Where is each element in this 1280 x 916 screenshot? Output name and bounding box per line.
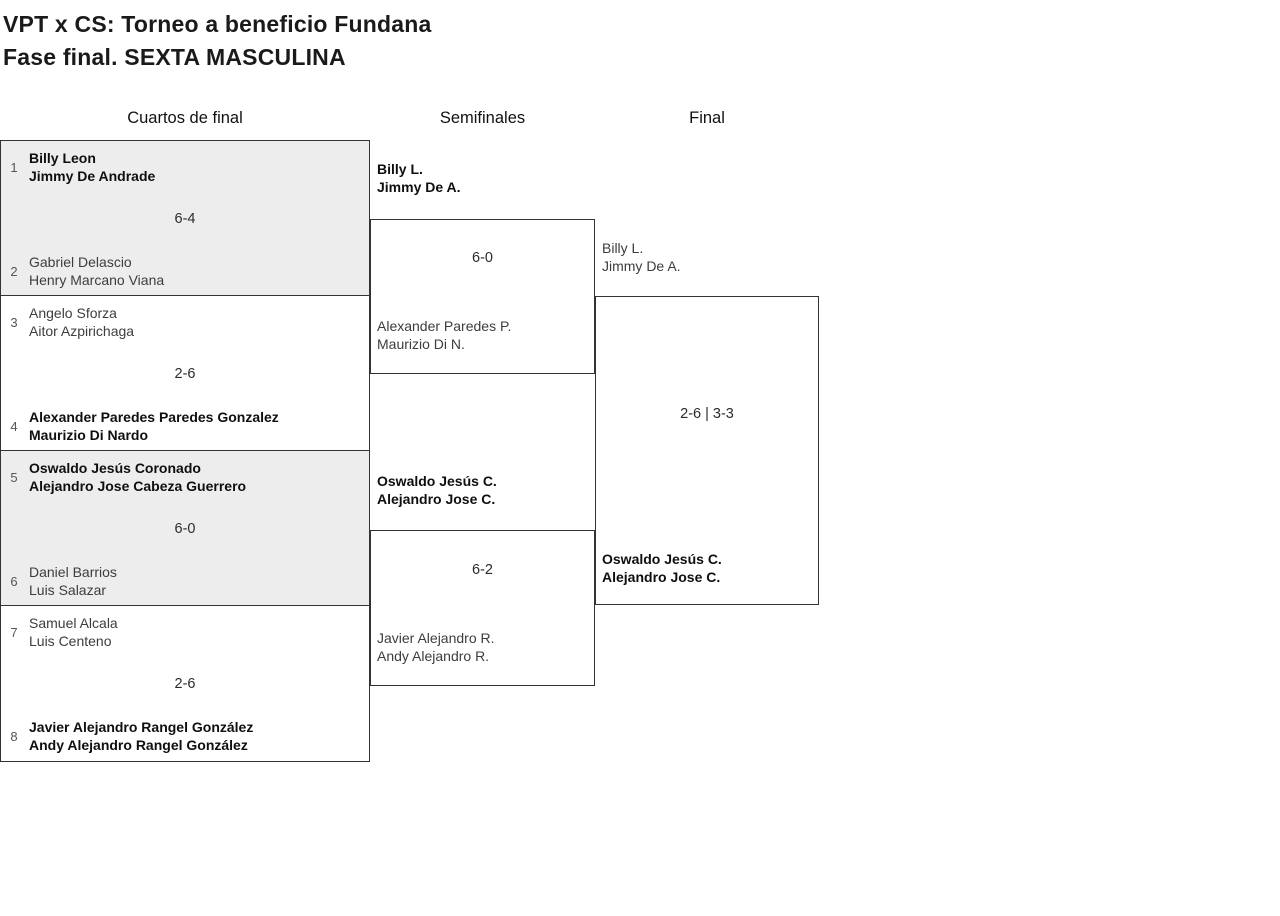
player-name: Henry Marcano Viana [29, 272, 165, 288]
quarterfinal-match-3: 5 Oswaldo Jesús Coronado Alejandro Jose … [1, 451, 369, 606]
seed-number: 3 [10, 314, 18, 330]
semifinal-2-score: 6-2 [472, 562, 493, 578]
page-title-line1: VPT x CS: Torneo a beneficio Fundana [3, 11, 432, 37]
player-name: Billy L. [602, 240, 644, 256]
match-score: 2-6 [174, 366, 196, 382]
seed-number: 4 [10, 418, 18, 434]
final-team-bottom: Oswaldo Jesús C. Alejandro Jose C. [602, 550, 722, 586]
team-row: 7 Samuel Alcala Luis Centeno [9, 614, 118, 650]
team-names: Javier Alejandro Rangel González Andy Al… [29, 718, 253, 754]
team-row: 4 Alexander Paredes Paredes Gonzalez Mau… [9, 408, 279, 444]
team-row: 3 Angelo Sforza Aitor Azpirichaga [9, 304, 134, 340]
player-name: Angelo Sforza [29, 305, 117, 321]
player-name: Maurizio Di N. [377, 336, 465, 352]
match-score: 6-0 [174, 521, 196, 537]
player-name: Luis Centeno [29, 633, 112, 649]
page-title-line2: Fase final. SEXTA MASCULINA [3, 44, 346, 70]
team-row: 2 Gabriel Delascio Henry Marcano Viana [9, 253, 164, 289]
player-name: Gabriel Delascio [29, 254, 132, 270]
player-name: Luis Salazar [29, 582, 107, 598]
player-name: Oswaldo Jesús C. [602, 551, 722, 567]
seed-number: 2 [10, 263, 18, 279]
semifinal-1-score: 6-0 [472, 250, 493, 266]
semifinal-2-team-top: Oswaldo Jesús C. Alejandro Jose C. [377, 472, 497, 508]
team-names: Alexander Paredes Paredes Gonzalez Mauri… [29, 408, 279, 444]
player-name: Daniel Barrios [29, 564, 117, 580]
player-name: Billy Leon [29, 150, 96, 166]
team-row: 8 Javier Alejandro Rangel González Andy … [9, 718, 253, 754]
team-names: Daniel Barrios Luis Salazar [29, 563, 117, 599]
player-name: Aitor Azpirichaga [29, 323, 135, 339]
seed-number: 5 [10, 469, 18, 485]
semifinal-2-box [370, 530, 595, 686]
player-name: Alejandro Jose C. [602, 569, 721, 585]
team-names: Gabriel Delascio Henry Marcano Viana [29, 253, 164, 289]
quarterfinal-match-4: 7 Samuel Alcala Luis Centeno 2-6 8 Javie… [1, 606, 369, 761]
column-header-semifinales: Semifinales [439, 109, 526, 127]
match-score: 6-4 [174, 211, 196, 227]
quarterfinals-column: 1 Billy Leon Jimmy De Andrade 6-4 2 Gabr… [0, 140, 370, 762]
player-name: Javier Alejandro Rangel González [29, 719, 254, 735]
quarterfinal-match-2: 3 Angelo Sforza Aitor Azpirichaga 2-6 4 … [1, 296, 369, 451]
team-names: Oswaldo Jesús Coronado Alejandro Jose Ca… [29, 459, 246, 495]
semifinal-2-team-bottom: Javier Alejandro R. Andy Alejandro R. [377, 629, 495, 665]
player-name: Oswaldo Jesús Coronado [29, 460, 201, 476]
page-title: VPT x CS: Torneo a beneficio Fundana Fas… [3, 8, 432, 74]
seed-number: 6 [10, 573, 18, 589]
player-name: Alejandro Jose C. [377, 491, 496, 507]
team-row: 1 Billy Leon Jimmy De Andrade [9, 149, 155, 185]
semifinal-1-team-top: Billy L. Jimmy De A. [377, 160, 461, 196]
player-name: Oswaldo Jesús C. [377, 473, 497, 489]
semifinal-1-team-bottom: Alexander Paredes P. Maurizio Di N. [377, 317, 511, 353]
player-name: Alejandro Jose Cabeza Guerrero [29, 478, 247, 494]
team-row: 6 Daniel Barrios Luis Salazar [9, 563, 117, 599]
player-name: Javier Alejandro R. [377, 630, 495, 646]
player-name: Maurizio Di Nardo [29, 427, 149, 443]
player-name: Samuel Alcala [29, 615, 118, 631]
player-name: Jimmy De A. [377, 179, 461, 195]
column-header-cuartos-de-final: Cuartos de final [127, 109, 243, 127]
player-name: Jimmy De Andrade [29, 168, 156, 184]
team-names: Billy Leon Jimmy De Andrade [29, 149, 155, 185]
final-score: 2-6 | 3-3 [680, 406, 734, 422]
player-name: Alexander Paredes P. [377, 318, 512, 334]
match-score: 2-6 [174, 676, 196, 692]
semifinal-1-box [370, 219, 595, 374]
seed-number: 8 [10, 728, 18, 744]
team-row: 5 Oswaldo Jesús Coronado Alejandro Jose … [9, 459, 246, 495]
final-box [595, 296, 819, 605]
player-name: Alexander Paredes Paredes Gonzalez [29, 409, 279, 425]
column-header-final: Final [689, 109, 725, 127]
quarterfinal-match-1: 1 Billy Leon Jimmy De Andrade 6-4 2 Gabr… [1, 141, 369, 296]
final-team-top: Billy L. Jimmy De A. [602, 239, 681, 275]
player-name: Andy Alejandro Rangel González [29, 737, 248, 753]
seed-number: 7 [10, 624, 18, 640]
player-name: Billy L. [377, 161, 423, 177]
team-names: Samuel Alcala Luis Centeno [29, 614, 118, 650]
player-name: Jimmy De A. [602, 258, 681, 274]
team-names: Angelo Sforza Aitor Azpirichaga [29, 304, 134, 340]
seed-number: 1 [10, 159, 18, 175]
player-name: Andy Alejandro R. [377, 648, 490, 664]
